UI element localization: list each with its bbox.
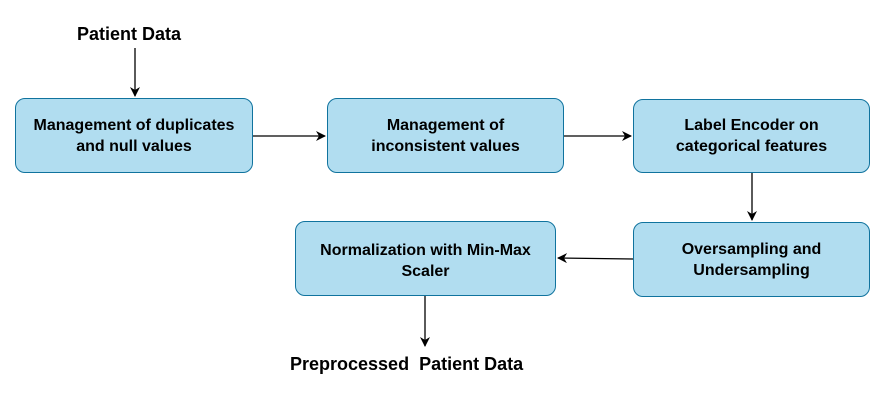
step-duplicates-text: Management of duplicates and null values	[33, 116, 235, 155]
step-normalization-text: Normalization with Min-Max Scaler	[320, 242, 531, 280]
step-inconsistent-box: Management of inconsistent values	[327, 98, 564, 173]
step-duplicates-box: Management of duplicates and null values	[15, 98, 253, 173]
step-normalization-box: Normalization with Min-Max Scaler	[295, 221, 556, 296]
arrow-sampling-to-normalization	[557, 253, 634, 264]
output-label: Preprocessed Patient Data	[290, 354, 524, 374]
step-inconsistent-text: Management of inconsistent values	[371, 116, 520, 155]
input-label: Patient Data	[77, 24, 182, 44]
step-label-encoder-box: Label Encoder on categorical features	[633, 99, 870, 173]
step-sampling-box: Oversampling and Undersampling	[633, 222, 870, 297]
step-label-encoder-text: Label Encoder on categorical features	[675, 117, 828, 155]
step-sampling-text: Oversampling and Undersampling	[681, 240, 822, 279]
